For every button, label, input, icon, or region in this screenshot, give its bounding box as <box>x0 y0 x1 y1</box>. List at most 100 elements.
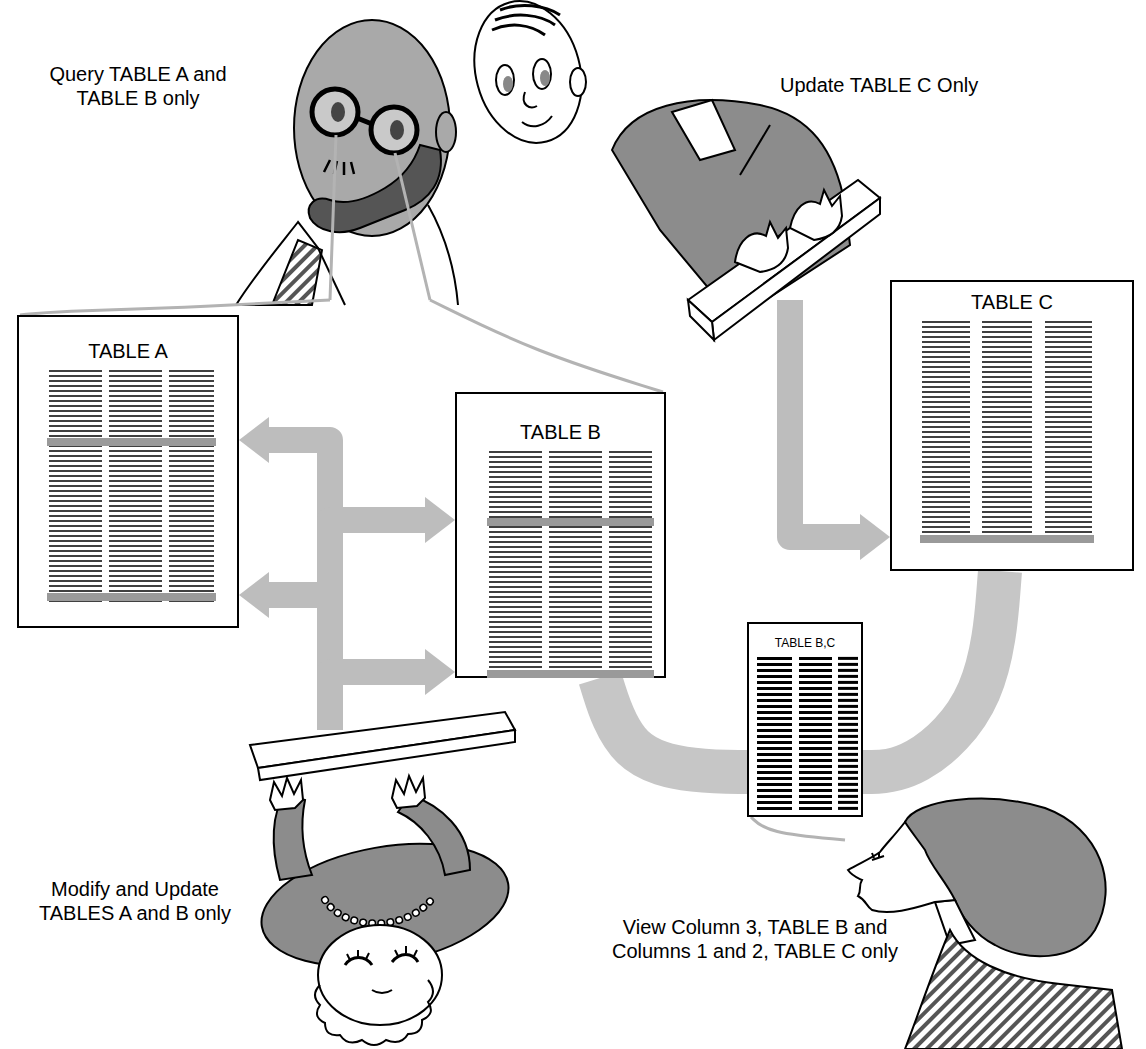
query-user-figure <box>272 240 322 305</box>
table-row-line <box>799 723 832 726</box>
table-row-line <box>549 661 602 663</box>
table-row-line <box>49 560 102 562</box>
table-row-line <box>838 717 858 720</box>
table-row-line <box>109 450 162 452</box>
table-row-line <box>609 641 652 643</box>
highlighted-row <box>487 670 654 678</box>
table-row-line <box>169 430 214 432</box>
table-row-line <box>982 326 1032 328</box>
table-row-line <box>109 500 162 502</box>
table-row-line <box>922 481 970 483</box>
table-row-line <box>109 370 162 372</box>
table-row-line <box>49 425 102 427</box>
table-rows <box>19 317 241 630</box>
table-row-line <box>609 486 652 488</box>
table-row-line <box>549 536 602 538</box>
table-row-line <box>1045 496 1092 498</box>
table-row-line <box>982 351 1032 353</box>
table-row-line <box>922 421 970 423</box>
table-row-line <box>169 550 214 552</box>
query-user-figure <box>371 107 417 153</box>
table-row-line <box>922 386 970 388</box>
table-row-line <box>982 456 1032 458</box>
table-row-line <box>609 551 652 553</box>
table-row-line <box>549 551 602 553</box>
table-row-line <box>49 450 102 452</box>
table-row-line <box>1045 426 1092 428</box>
table-row-line <box>169 515 214 517</box>
table-row-line <box>982 346 1032 348</box>
table-row-line <box>1045 446 1092 448</box>
table-row-line <box>757 693 792 696</box>
query-user-figure <box>390 120 404 140</box>
table-row-line <box>169 545 214 547</box>
table-row-line <box>922 511 970 513</box>
table-title: TABLE B <box>457 420 664 444</box>
table-row-line <box>609 586 652 588</box>
table-row-line <box>1045 376 1092 378</box>
table-row-line <box>1045 466 1092 468</box>
table-row-line <box>609 631 652 633</box>
table-row-line <box>1045 381 1092 383</box>
modify-user-figure <box>318 925 442 1025</box>
table-row-line <box>982 521 1032 523</box>
access-line <box>20 300 330 315</box>
table-row-line <box>609 591 652 593</box>
modify-user-figure <box>258 730 515 780</box>
table-row-line <box>799 657 832 660</box>
table-row-line <box>109 420 162 422</box>
table-row-line <box>489 586 542 588</box>
table-row-line <box>799 675 832 678</box>
table-row-line <box>49 525 102 527</box>
table-row-line <box>489 641 542 643</box>
table-row-line <box>838 771 858 774</box>
table-row-line <box>757 789 792 792</box>
table-row-line <box>757 663 792 666</box>
table-row-line <box>549 616 602 618</box>
table-row-line <box>982 396 1032 398</box>
table-row-line <box>1045 421 1092 423</box>
table-row-line <box>109 475 162 477</box>
table-row-line <box>922 321 970 323</box>
table-row-line <box>169 375 214 377</box>
table-row-line <box>489 656 542 658</box>
query-user-figure <box>294 20 450 236</box>
table-row-line <box>922 426 970 428</box>
table-row-line <box>489 561 542 563</box>
table-row-line <box>1045 356 1092 358</box>
modify-user-figure <box>325 895 435 923</box>
table-row-line <box>489 651 542 653</box>
table-row-line <box>109 565 162 567</box>
table-row-line <box>169 555 214 557</box>
table-row-line <box>49 385 102 387</box>
table-row-line <box>109 395 162 397</box>
table-row-line <box>1045 461 1092 463</box>
table-row-line <box>169 400 214 402</box>
table-row-line <box>609 621 652 623</box>
table-row-line <box>49 415 102 417</box>
table-row-line <box>757 753 792 756</box>
table-row-line <box>49 575 102 577</box>
table-row-line <box>1045 451 1092 453</box>
role-caption: Modify and Update TABLES A and B only <box>20 877 250 925</box>
table-row-line <box>169 480 214 482</box>
table-row-line <box>922 351 970 353</box>
table-row-line <box>109 390 162 392</box>
table-row-line <box>757 801 792 804</box>
update-user-figure <box>570 68 586 96</box>
table-rows <box>892 282 1136 573</box>
table-row-line <box>609 556 652 558</box>
table-row-line <box>169 570 214 572</box>
table-row-line <box>49 530 102 532</box>
table-row-line <box>922 461 970 463</box>
table-row-line <box>169 505 214 507</box>
table-row-line <box>1045 371 1092 373</box>
table-row-line <box>799 693 832 696</box>
modify-user-figure <box>347 946 417 960</box>
table-row-line <box>169 510 214 512</box>
table-row-line <box>549 646 602 648</box>
table-row-line <box>169 405 214 407</box>
update-user-figure <box>492 5 560 35</box>
table-row-line <box>49 545 102 547</box>
table-row-line <box>609 646 652 648</box>
